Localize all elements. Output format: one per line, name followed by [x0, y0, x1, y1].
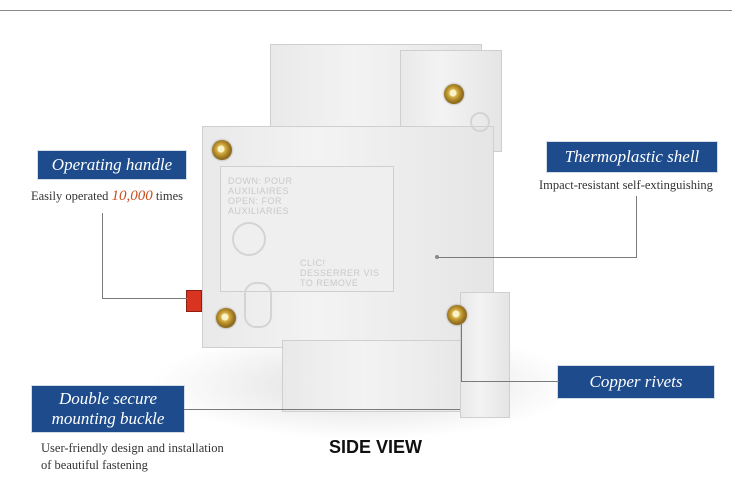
- operating-handle-knob: [186, 290, 202, 312]
- upper-housing: [270, 44, 482, 136]
- leader-dot: [435, 255, 439, 259]
- rivet-top-left: [212, 140, 232, 160]
- ground-symbol-icon: [470, 112, 490, 132]
- slot-oval: [244, 282, 272, 328]
- leader-line: [102, 298, 188, 299]
- desc-suffix: times: [152, 189, 183, 203]
- leader-line: [184, 409, 460, 410]
- thermoplastic-shell-desc: Impact-resistant self-extinguishing: [539, 178, 713, 192]
- device-shadow: [150, 330, 580, 440]
- mounting-buckle-title-line: Double secure: [58, 389, 158, 408]
- engraving-block-2: CLIC! DESSERRER VIS TO REMOVE: [300, 258, 380, 288]
- desc-highlight: 10,000: [111, 188, 153, 204]
- mounting-buckle-desc-line: User-friendly design and installation: [41, 441, 224, 455]
- lower-housing: [282, 340, 484, 412]
- engraving-line: OPEN: FOR: [228, 196, 283, 206]
- engraving-line: TO REMOVE: [300, 278, 359, 288]
- rivet-top-right: [444, 84, 464, 104]
- engraving-line: DOWN: POUR: [228, 176, 293, 186]
- engraving-line: CLIC!: [300, 258, 326, 268]
- leader-line: [636, 196, 637, 258]
- leader-line: [461, 322, 462, 382]
- operating-handle-title: Operating handle: [51, 155, 173, 174]
- desc-prefix: Easily operated: [31, 189, 112, 203]
- engraved-panel: [220, 166, 394, 292]
- engraving-line: AUXILIAIRES: [228, 186, 290, 196]
- copper-rivets-title: Copper rivets: [589, 372, 683, 391]
- leader-line: [461, 381, 559, 382]
- leader-line: [102, 213, 103, 299]
- rivet-bottom-left: [216, 308, 236, 328]
- engraving-block-1: DOWN: POUR AUXILIAIRES OPEN: FOR AUXILIA…: [228, 176, 293, 216]
- leader-line: [438, 257, 637, 258]
- mounting-buckle-title-line: mounting buckle: [51, 409, 165, 428]
- mounting-buckle-label: Double secure mounting buckle: [32, 386, 184, 432]
- mounting-buckle-desc-line: of beautiful fastening: [41, 458, 148, 472]
- top-divider: [0, 10, 732, 11]
- pivot-circle: [232, 222, 266, 256]
- copper-rivets-label: Copper rivets: [558, 366, 714, 398]
- operating-handle-label: Operating handle: [38, 151, 186, 179]
- top-clip: [400, 50, 502, 152]
- rivet-bottom-right: [447, 305, 467, 325]
- thermoplastic-shell-title: Thermoplastic shell: [564, 147, 700, 166]
- operating-handle-desc: Easily operated 10,000 times: [31, 188, 183, 205]
- thermoplastic-shell-label: Thermoplastic shell: [547, 142, 717, 172]
- engraving-line: DESSERRER VIS: [300, 268, 380, 278]
- main-housing: [202, 126, 494, 348]
- side-view-caption: SIDE VIEW: [329, 437, 423, 457]
- mounting-buckle-desc: User-friendly design and installation of…: [41, 440, 224, 474]
- mounting-clip: [460, 292, 510, 418]
- engraving-line: AUXILIARIES: [228, 206, 290, 216]
